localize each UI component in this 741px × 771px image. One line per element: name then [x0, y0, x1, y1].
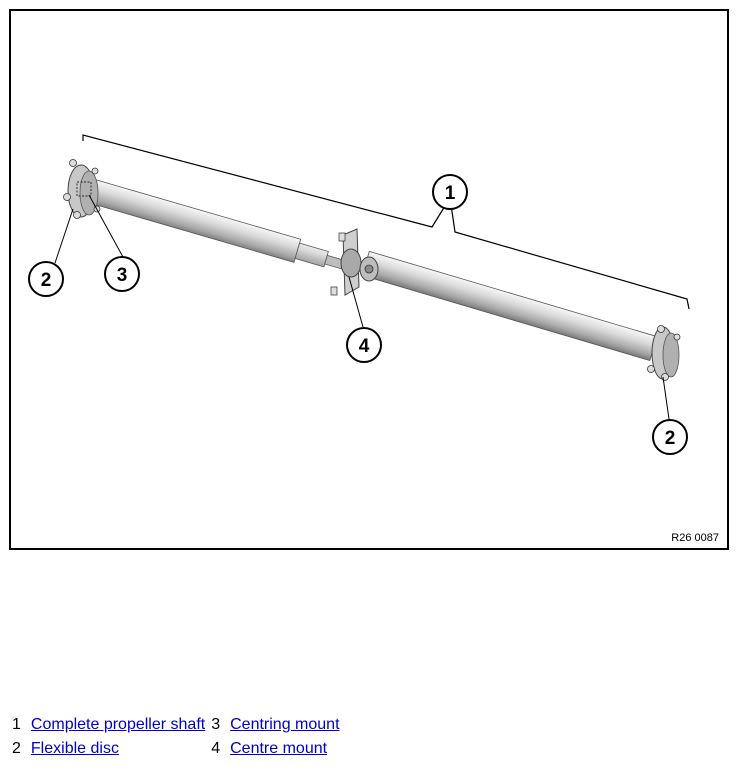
legend-link-complete-propeller-shaft[interactable]: Complete propeller shaft: [30, 716, 206, 733]
leader-4: [348, 276, 364, 328]
legend-link-flexible-disc[interactable]: Flexible disc: [30, 740, 119, 757]
legend-item: Complete propeller shaft: [29, 714, 209, 738]
rear-shaft-tube: [361, 250, 658, 362]
front-flexible-disc: [63, 159, 101, 219]
callout-2-rear: 2: [652, 419, 688, 455]
rear-flexible-disc: [647, 325, 681, 381]
centre-mount-assembly: [330, 228, 379, 296]
legend-link-centre-mount[interactable]: Centre mount: [230, 740, 328, 757]
callout-1-label: 1: [445, 183, 456, 204]
legend-item: Flexible disc: [29, 738, 209, 762]
propeller-shaft-figure: 1 2 3 4 2 R26 0087: [9, 9, 729, 550]
legend-row: 2 Flexible disc 4 Centre mount: [10, 738, 344, 762]
legend-number: 1: [12, 716, 21, 733]
callout-3: 3: [104, 256, 140, 292]
callout-3-label: 3: [117, 265, 128, 286]
callout-2-front: 2: [28, 261, 64, 297]
callout-1: 1: [432, 174, 468, 210]
propeller-shaft-drawing: 1 2 3 4 2: [28, 134, 690, 455]
callout-4: 4: [346, 327, 382, 363]
centring-mount: [76, 181, 92, 197]
figure-reference: R26 0087: [671, 532, 719, 544]
leader-2b: [662, 376, 670, 420]
legend-number: 3: [211, 716, 221, 733]
legend-table: 1 Complete propeller shaft 3 Centring mo…: [10, 714, 344, 762]
leader-3: [88, 194, 124, 258]
legend-number: 2: [12, 740, 21, 757]
callout-4-label: 4: [359, 336, 370, 357]
legend-link-centring-mount[interactable]: Centring mount: [230, 716, 340, 733]
leader-2a: [54, 208, 74, 264]
callout-2-rear-label: 2: [665, 428, 676, 449]
legend-row: 1 Complete propeller shaft 3 Centring mo…: [10, 714, 344, 738]
legend-item: Centring mount: [228, 714, 343, 738]
legend-number: 4: [211, 740, 221, 757]
legend-item: Centre mount: [228, 738, 343, 762]
callout-2-front-label: 2: [41, 270, 52, 291]
